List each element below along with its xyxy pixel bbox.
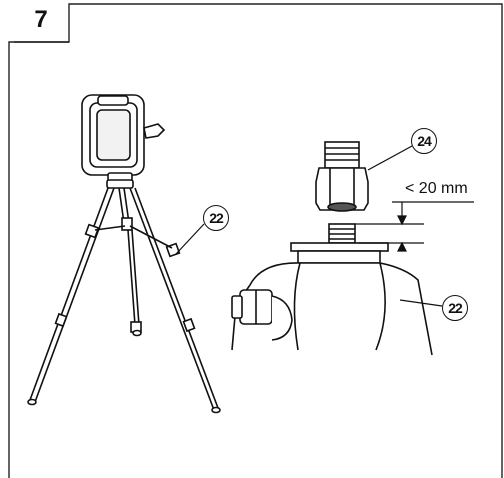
step-number: 7 <box>34 6 48 33</box>
leader-mount <box>399 299 443 307</box>
leader-adapter <box>367 145 413 171</box>
callout-mount: 22 <box>442 295 468 321</box>
callout-adapter: 24 <box>411 128 437 154</box>
dimension-label: < 20 mm <box>405 180 468 197</box>
thread-adapter-icon <box>315 141 369 212</box>
laser-level-icon <box>81 94 166 182</box>
dimension-marker <box>355 201 474 252</box>
tripod-head-icon <box>231 223 433 356</box>
tripod-icon <box>27 179 221 414</box>
leader-tripod <box>175 223 205 255</box>
frame-outline <box>8 3 503 478</box>
callout-tripod: 22 <box>203 205 229 231</box>
